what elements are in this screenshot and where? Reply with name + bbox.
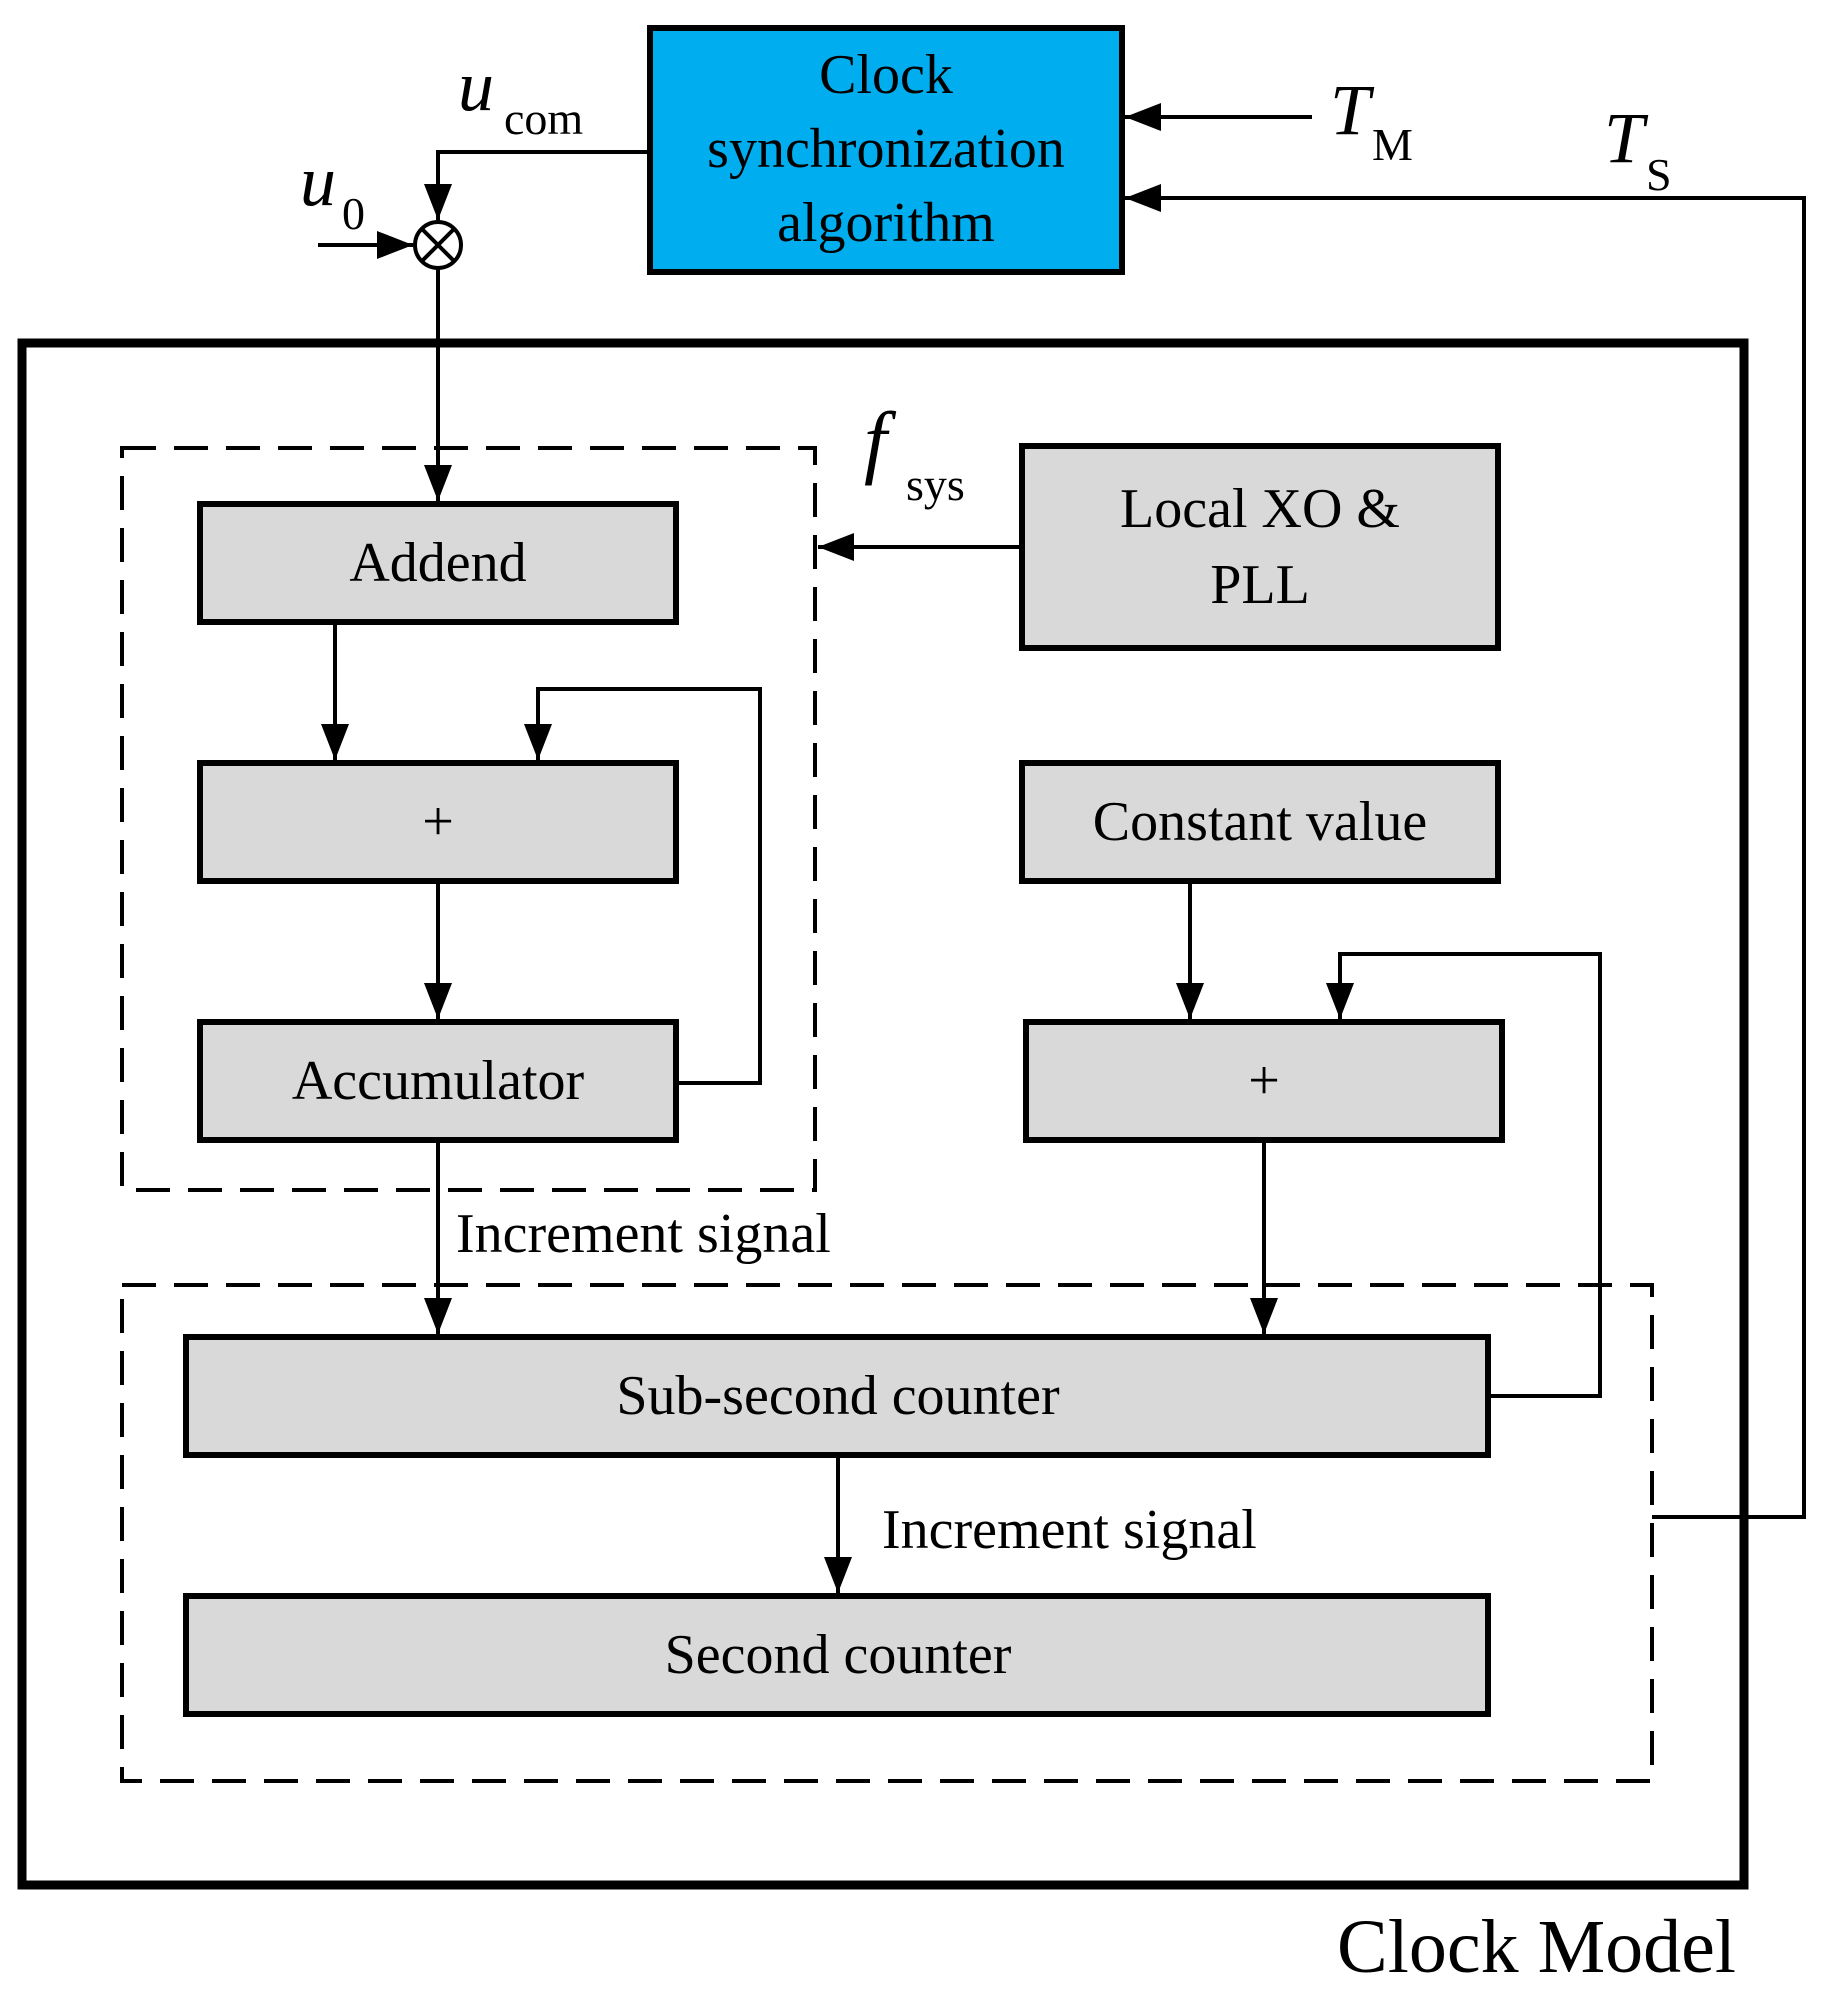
u-com-symbol: u com <box>458 46 583 144</box>
increment-signal-label-2: Increment signal <box>882 1499 1257 1561</box>
t-s-main: T <box>1604 98 1649 178</box>
second-counter-label: Second counter <box>665 1624 1012 1686</box>
sub-second-counter-label: Sub-second counter <box>616 1365 1060 1427</box>
t-m-main: T <box>1330 70 1375 150</box>
local-xo-pll-block: Local XO & PLL <box>1019 443 1501 651</box>
u-0-main: u <box>300 141 336 221</box>
t-s-feedback-line <box>1125 184 1806 1519</box>
accumulator-group-dashed <box>120 446 817 1192</box>
accumulator-block: Accumulator <box>197 1019 679 1143</box>
counter-group-dashed <box>120 1283 1654 1783</box>
t-s-subscript: S <box>1646 149 1672 200</box>
clock-model-label: Clock Model <box>1337 1905 1736 1989</box>
u-com-line <box>424 150 650 220</box>
clock-model-frame <box>17 338 1749 1890</box>
sub-second-counter-block: Sub-second counter <box>183 1334 1491 1458</box>
constant-value-label: Constant value <box>1093 791 1427 853</box>
accumulator-feedback-line <box>524 687 762 1085</box>
adder-left-block: + <box>197 760 679 884</box>
t-m-symbol: T M <box>1330 70 1413 170</box>
adder-left-label: + <box>422 791 454 853</box>
clock-sync-block: Clock synchronization algorithm <box>647 25 1125 275</box>
t-s-symbol: T S <box>1604 98 1672 200</box>
u-0-symbol: u 0 <box>300 141 365 239</box>
constant-value-block: Constant value <box>1019 760 1501 884</box>
accumulator-label: Accumulator <box>292 1050 585 1112</box>
u-com-main: u <box>458 46 494 126</box>
subsecond-feedback-line <box>1326 952 1602 1398</box>
second-counter-block: Second counter <box>183 1593 1491 1717</box>
clock-sync-label-line1: Clock <box>819 44 953 106</box>
clock-sync-label-line3: algorithm <box>777 192 995 254</box>
addend-block: Addend <box>197 501 679 625</box>
summing-junction <box>413 220 463 270</box>
adder-right-block: + <box>1023 1019 1505 1143</box>
local-xo-label-line2: PLL <box>1210 554 1310 616</box>
u-0-subscript: 0 <box>342 188 365 239</box>
t-m-subscript: M <box>1372 119 1413 170</box>
clock-sync-label-line2: synchronization <box>707 118 1065 180</box>
u-com-subscript: com <box>504 93 583 144</box>
increment-signal-label-1: Increment signal <box>456 1203 831 1265</box>
local-xo-label-line1: Local XO & <box>1120 478 1400 540</box>
addend-label: Addend <box>349 532 526 594</box>
adder-right-label: + <box>1248 1050 1280 1112</box>
f-sys-main: f <box>864 395 897 486</box>
f-sys-symbol: f sys <box>864 395 965 510</box>
f-sys-subscript: sys <box>906 459 965 510</box>
